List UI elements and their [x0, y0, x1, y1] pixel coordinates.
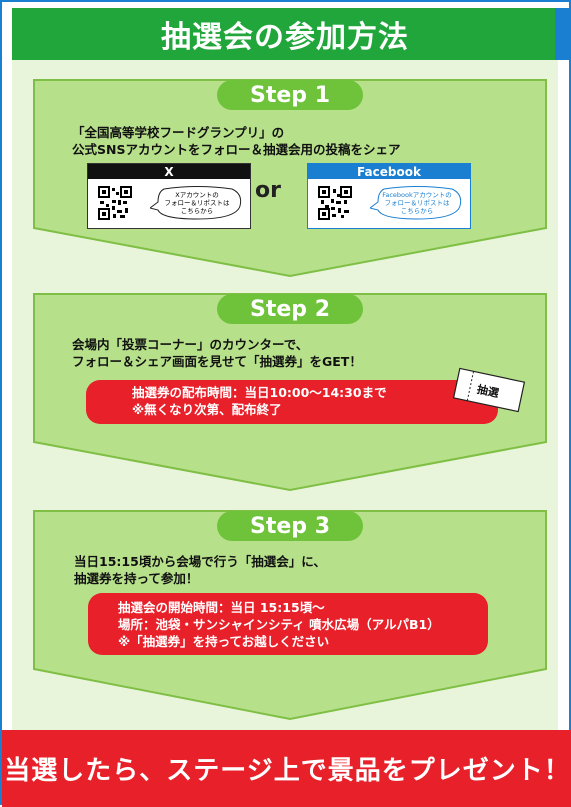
x-card[interactable]: X Xアカウントの フォロー＆リポストは こちらから	[87, 163, 251, 229]
distribution-time-text: 抽選券の配布時間：当日10:00～14:30まで	[132, 385, 387, 400]
facebook-bubble-line1: Facebookアカウントの	[382, 191, 452, 199]
step-1-label: Step 1	[217, 80, 363, 110]
lottery-info-box: 抽選会の開始時間：当日 15:15頃～ 場所：池袋・サンシャインシティ 噴水広場…	[88, 593, 488, 655]
step-1-line2: 公式SNSアカウントをフォロー＆抽選会用の投稿をシェア	[72, 142, 401, 157]
facebook-bubble-text: Facebookアカウントの フォロー＆リポストは こちらから	[374, 191, 460, 215]
facebook-speech-bubble-icon	[370, 186, 462, 220]
prize-banner: 当選したら、ステージ上で景品をプレゼント！	[2, 730, 571, 807]
facebook-bubble-line3: こちらから	[400, 207, 434, 215]
step-2: Step 2 会場内「投票コーナー」のカウンターで、 フォロー＆シェア画面を見せ…	[32, 292, 548, 492]
lottery-start-time-text: 抽選会の開始時間：当日 15:15頃～	[118, 600, 325, 615]
x-speech-bubble-icon	[150, 186, 242, 220]
step-3: Step 3 当日15:15頃から会場で行う「抽選会」に、 抽選券を持って参加！…	[32, 509, 548, 721]
accent-bar	[555, 8, 569, 60]
lottery-ticket-icon	[452, 367, 526, 413]
step-3-label: Step 3	[217, 511, 363, 541]
page-title: 抽選会の参加方法	[12, 8, 558, 60]
x-bubble-line1: Xアカウントの	[175, 191, 219, 199]
step-1-line1: 「全国高等学校フードグランプリ」の	[72, 125, 285, 140]
distribution-time-box: 抽選券の配布時間：当日10:00～14:30まで ※無くなり次第、配布終了	[86, 380, 498, 424]
lottery-location-text: 場所：池袋・サンシャインシティ 噴水広場（アルパB1）	[118, 617, 440, 632]
x-bubble-line2: フォロー＆リポストは	[164, 199, 230, 207]
distribution-note-text: ※無くなり次第、配布終了	[132, 402, 282, 417]
x-qr-code-icon	[98, 186, 132, 220]
x-card-header: X	[88, 164, 250, 179]
step-1: Step 1 「全国高等学校フードグランプリ」の 公式SNSアカウントをフォロー…	[32, 78, 548, 278]
facebook-bubble-line2: フォロー＆リポストは	[384, 199, 450, 207]
x-bubble-text: Xアカウントの フォロー＆リポストは こちらから	[154, 191, 240, 215]
x-bubble-line3: こちらから	[180, 207, 214, 215]
step-2-line1: 会場内「投票コーナー」のカウンターで、	[72, 337, 309, 352]
facebook-card-header: Facebook	[308, 164, 470, 179]
facebook-card[interactable]: Facebook Facebookアカウントの フォロー＆リポストは こちらから	[307, 163, 471, 229]
or-text: or	[255, 178, 281, 203]
step-2-label: Step 2	[217, 294, 363, 324]
step-3-line2: 抽選券を持って参加！	[74, 571, 199, 586]
facebook-qr-code-icon	[318, 186, 352, 220]
lottery-note-text: ※「抽選券」を持ってお越しください	[118, 634, 330, 649]
step-2-line2: フォロー＆シェア画面を見せて「抽選券」をGET！	[72, 354, 362, 369]
step-3-line1: 当日15:15頃から会場で行う「抽選会」に、	[74, 554, 326, 569]
